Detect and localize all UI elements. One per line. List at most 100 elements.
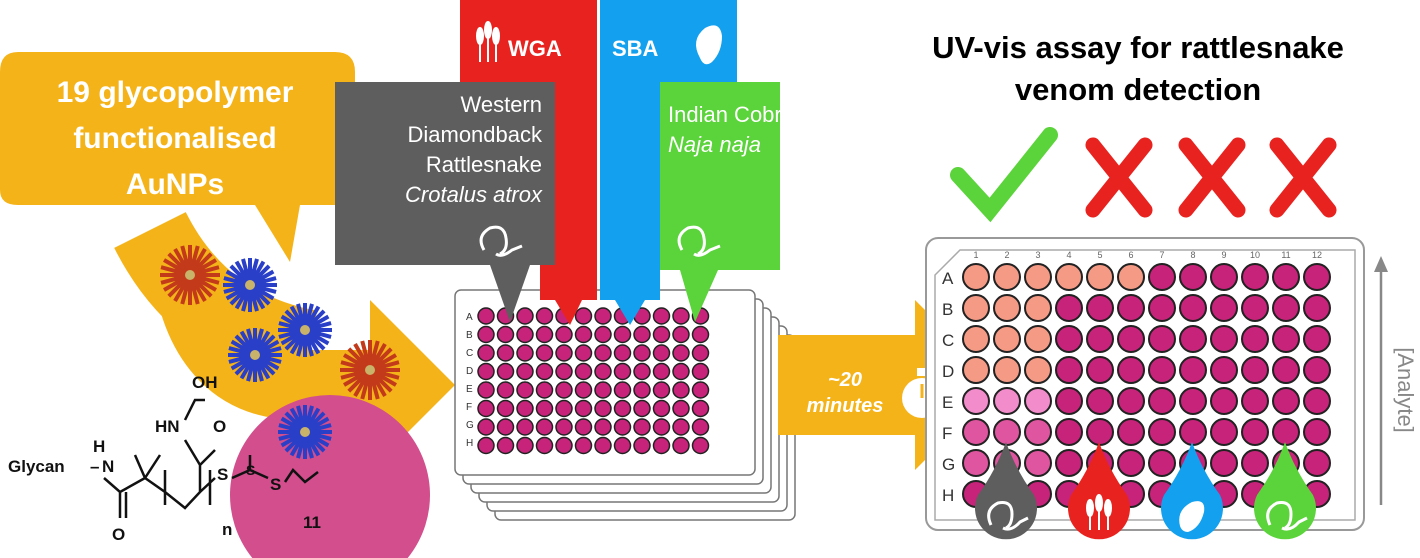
row-label: H [466, 438, 473, 449]
title-line-1: UV-vis assay for rattlesnake [932, 30, 1344, 65]
row-label: B [466, 330, 473, 341]
rattlesnake-line-2: Diamondback [407, 122, 543, 147]
time-unit: minutes [807, 395, 884, 417]
well [496, 362, 515, 381]
bean-icon [1179, 501, 1205, 532]
well [672, 381, 690, 399]
drop-wga [1068, 442, 1130, 540]
n-atom: N [102, 457, 114, 476]
check-icon [950, 127, 1058, 223]
well [1179, 294, 1207, 322]
well [962, 325, 990, 353]
well [594, 325, 612, 344]
wheat-icon [1086, 494, 1112, 530]
well [1024, 418, 1052, 446]
well [1055, 387, 1083, 415]
well [516, 399, 534, 418]
label-cobra: Indian Cobra Naja naja [660, 82, 795, 322]
drop-rattlesnake [975, 442, 1037, 540]
well [496, 436, 515, 455]
well [594, 362, 612, 381]
well [555, 344, 573, 362]
well [1179, 418, 1207, 446]
well [555, 436, 573, 455]
well [516, 436, 534, 455]
sba-label: SBA [612, 36, 659, 61]
well [1272, 325, 1300, 353]
snake-icon [479, 225, 523, 257]
rattlesnake-line-3: Rattlesnake [426, 152, 542, 177]
well [633, 399, 651, 418]
row-label: E [466, 384, 473, 395]
nanoparticles [160, 245, 400, 459]
snake-icon [677, 225, 721, 257]
well [993, 387, 1021, 415]
well [672, 399, 690, 418]
well [1117, 263, 1145, 291]
well [633, 436, 651, 455]
snake-icon [1266, 501, 1308, 531]
well [477, 362, 495, 381]
row-label: C [942, 331, 954, 350]
well [1086, 325, 1114, 353]
well [652, 399, 671, 418]
well [1210, 294, 1238, 322]
well [1117, 387, 1145, 415]
carbonyl-o: O [213, 417, 226, 436]
well [993, 325, 1021, 353]
well [691, 418, 710, 436]
well [516, 307, 534, 325]
well [496, 344, 515, 362]
well [477, 399, 495, 418]
well [535, 399, 554, 418]
well [1055, 418, 1083, 446]
well [1024, 356, 1052, 384]
well [993, 263, 1021, 291]
intro-box: 19 glycopolymer functionalised AuNPs [0, 52, 355, 262]
well [691, 344, 710, 362]
well [1055, 325, 1083, 353]
row-label: E [942, 393, 953, 412]
well [555, 362, 573, 381]
well [574, 436, 593, 455]
well [1241, 387, 1269, 415]
well [652, 344, 671, 362]
row-label: D [466, 366, 473, 377]
well [1241, 263, 1269, 291]
well [613, 381, 632, 399]
well [1086, 418, 1114, 446]
well [516, 418, 534, 436]
rattlesnake-line-1: Western [460, 92, 542, 117]
well [1303, 263, 1331, 291]
well [1024, 325, 1052, 353]
bean-icon [696, 25, 722, 65]
well [477, 418, 495, 436]
well [633, 344, 651, 362]
well [652, 325, 671, 344]
result-marks [950, 127, 1337, 223]
well [1148, 387, 1176, 415]
hn-group: HN [155, 417, 180, 436]
blue-nanoparticle [228, 328, 282, 382]
row-label: G [942, 455, 955, 474]
well [535, 436, 554, 455]
row-label: C [466, 348, 473, 359]
well [1179, 356, 1207, 384]
well [1148, 418, 1176, 446]
blue-nanoparticle [278, 405, 332, 459]
label-sba: SBA [600, 0, 737, 325]
well [1024, 387, 1052, 415]
well [1117, 418, 1145, 446]
well [477, 344, 495, 362]
row-label: B [942, 300, 953, 319]
well [962, 387, 990, 415]
s-atom-1: S [217, 465, 228, 484]
well [574, 418, 593, 436]
intro-line-3: AuNPs [126, 168, 224, 201]
row-label: D [942, 362, 954, 381]
cobra-species: Naja naja [668, 132, 761, 157]
cross-icon [1085, 137, 1153, 218]
well [516, 362, 534, 381]
well [1210, 418, 1238, 446]
